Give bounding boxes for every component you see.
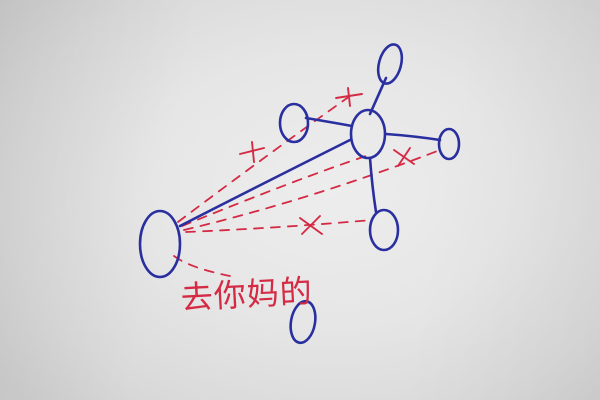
blue-edge-hub-to-right <box>384 132 442 142</box>
red-cross-mark-3 <box>393 147 415 167</box>
blue-edge-small-to-hub <box>304 116 354 128</box>
red-cross-mark-1 <box>335 87 363 107</box>
red-dashed-link-right <box>183 149 441 231</box>
blue-node-under-caption <box>289 299 317 345</box>
blue-node-small <box>278 102 310 144</box>
red-dashed-link-top <box>177 95 351 223</box>
red-dashed-link-bottom <box>185 219 373 233</box>
red-cross-mark-2 <box>239 141 265 163</box>
red-dashed-link-upper <box>181 155 367 227</box>
red-dashed-link-down <box>173 255 231 277</box>
blue-node-left-large <box>138 209 182 279</box>
blue-node-right <box>437 127 461 161</box>
blue-node-hub <box>349 108 387 160</box>
handwritten-caption: 去你妈的 <box>179 272 314 317</box>
blue-edge-left-to-hub <box>178 138 352 228</box>
red-cross-mark-4 <box>299 215 323 235</box>
blue-node-bottom <box>368 208 400 252</box>
blue-edge-hub-to-bottom <box>368 156 378 214</box>
blue-node-top <box>376 43 404 85</box>
